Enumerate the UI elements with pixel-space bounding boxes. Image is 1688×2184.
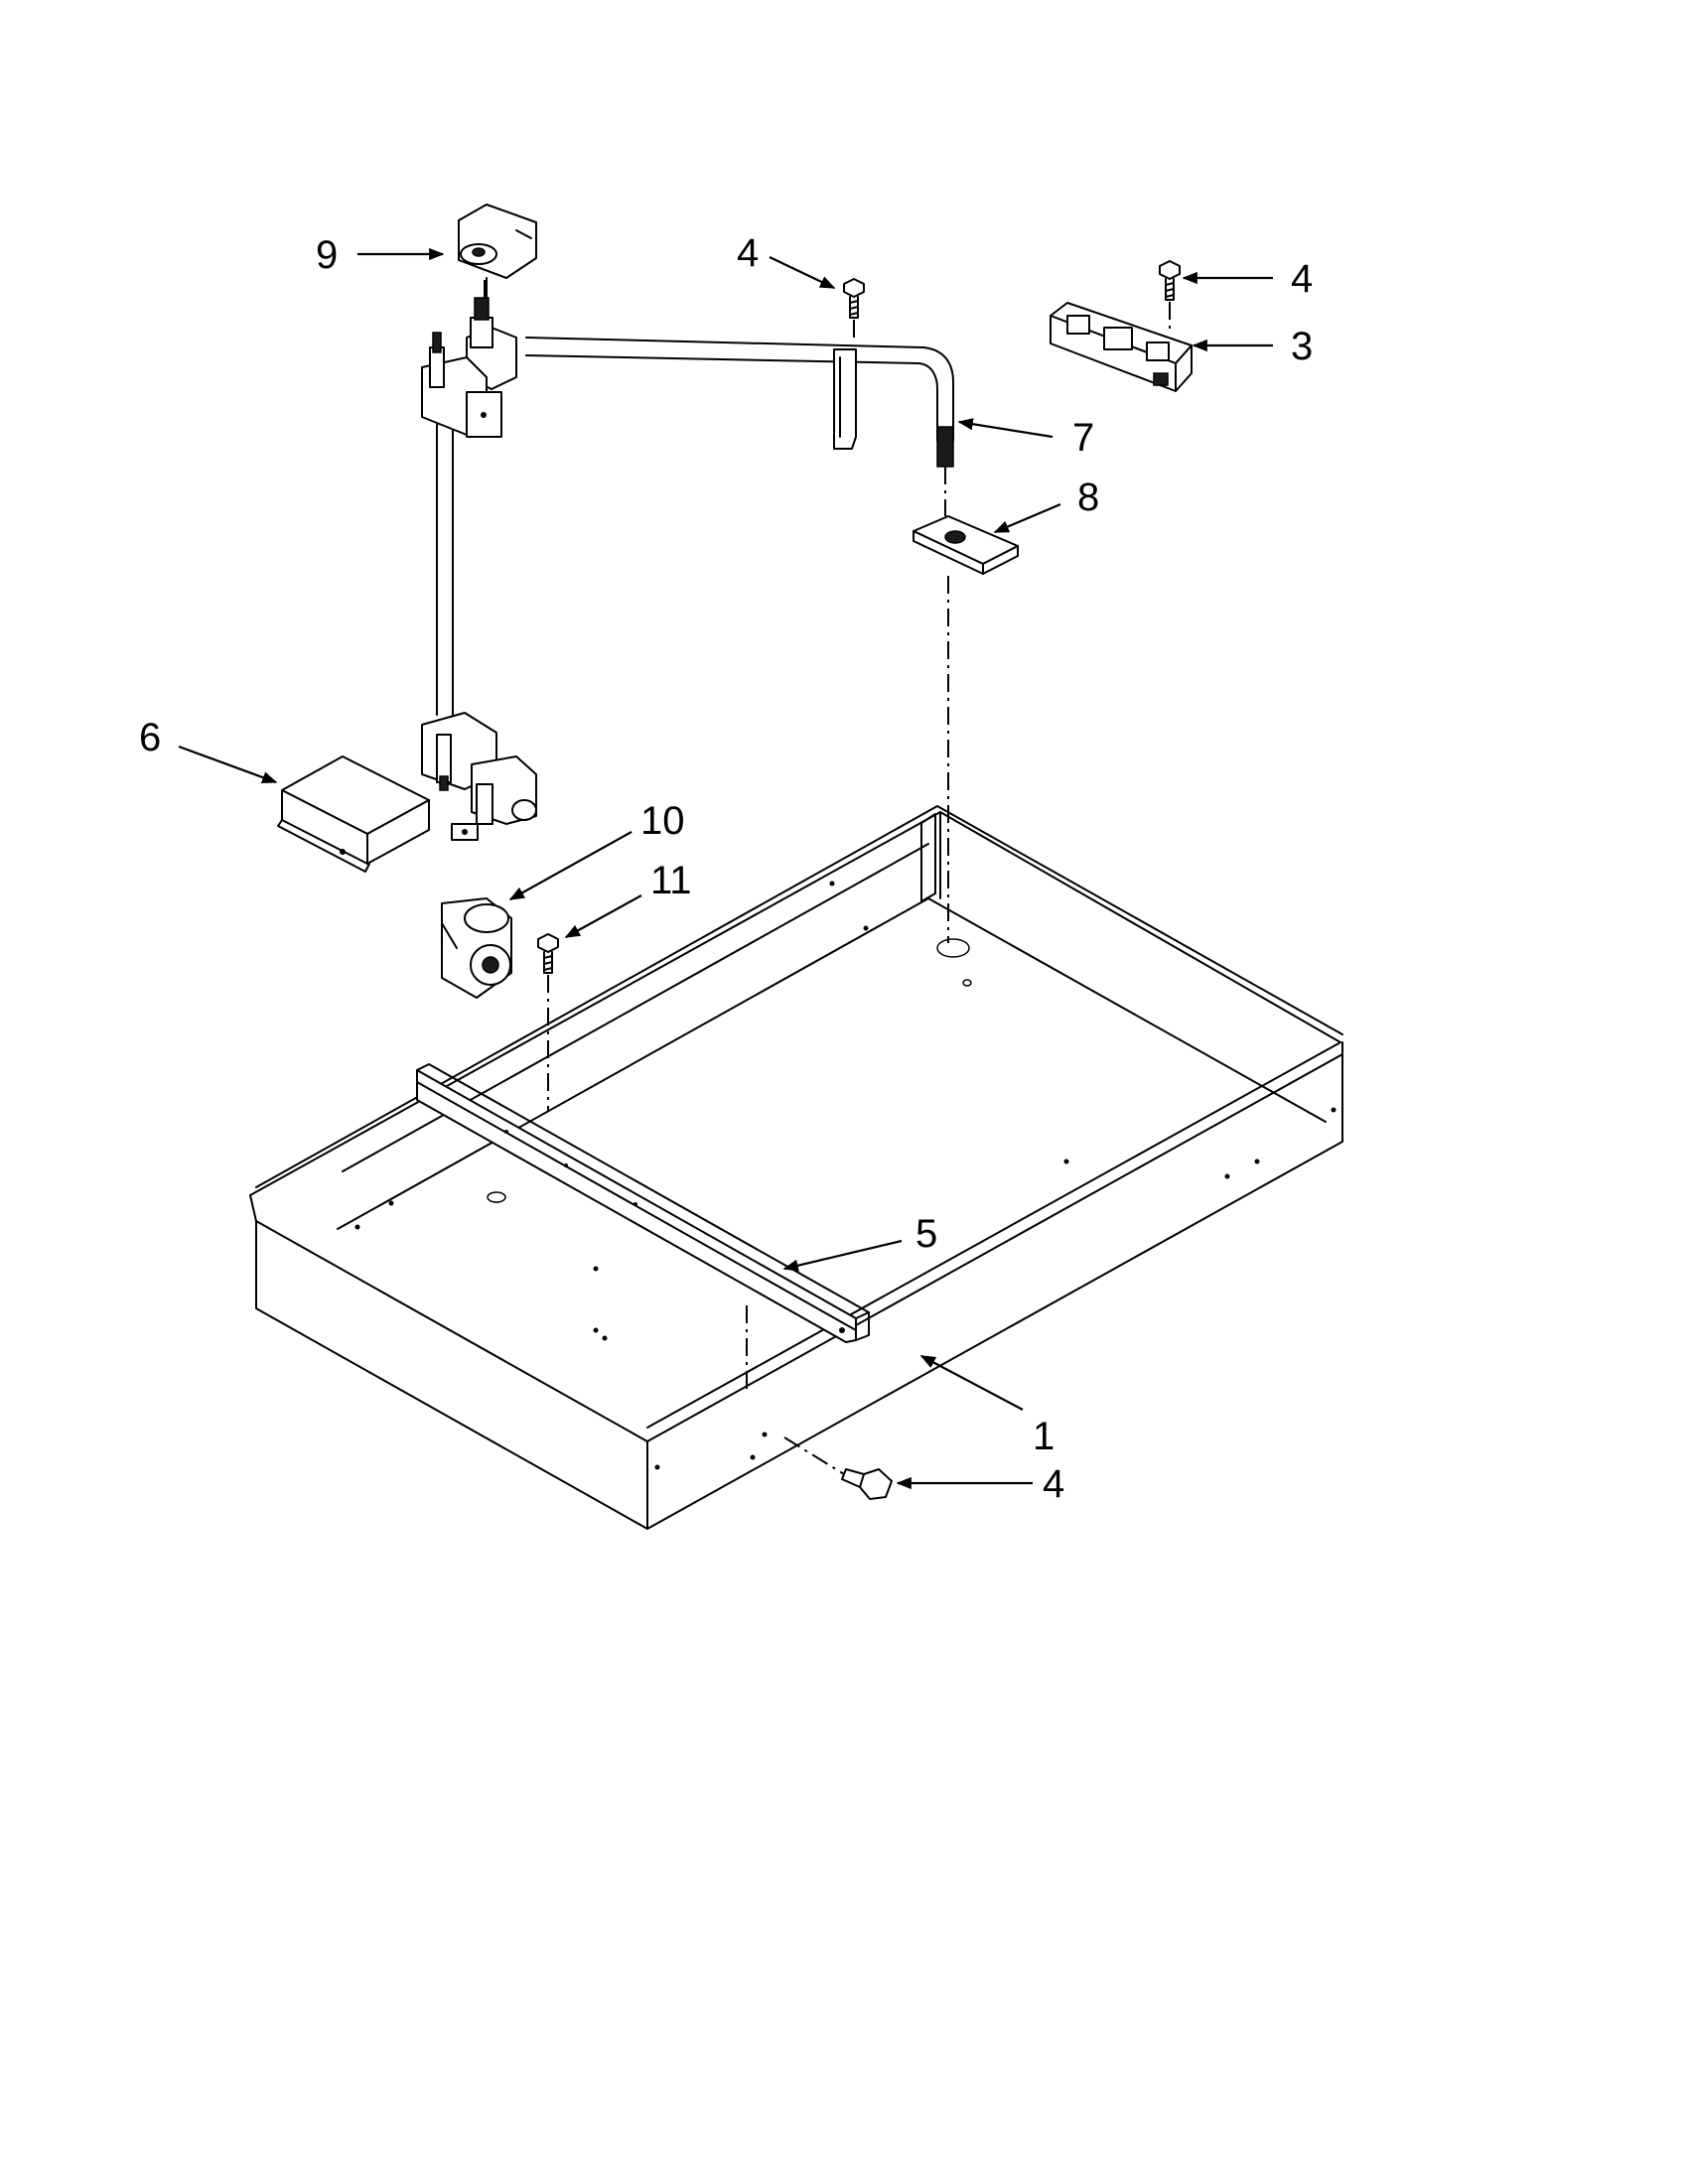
screw-4-right bbox=[1159, 260, 1181, 301]
mounting-plate bbox=[913, 515, 1019, 575]
callout-5: 5 bbox=[915, 1212, 937, 1256]
callout-10: 10 bbox=[640, 799, 685, 843]
screw-11 bbox=[537, 933, 559, 974]
base-pan bbox=[249, 805, 1343, 1530]
callout-3: 3 bbox=[1291, 325, 1313, 368]
callout-4-top: 4 bbox=[737, 231, 759, 275]
callout-8: 8 bbox=[1077, 476, 1099, 519]
callout-4-right: 4 bbox=[1291, 257, 1313, 301]
valve-cap bbox=[458, 204, 537, 299]
callout-4-bottom: 4 bbox=[1043, 1462, 1064, 1506]
manifold-tube bbox=[421, 297, 954, 841]
callout-11: 11 bbox=[650, 859, 692, 902]
bracket-box bbox=[277, 755, 430, 873]
callout-labels: 9 4 4 3 7 8 6 10 11 5 1 4 bbox=[139, 231, 1313, 1506]
screw-4-top bbox=[843, 278, 865, 319]
screw-4-bottom bbox=[841, 1468, 893, 1500]
leader-lines bbox=[178, 247, 1273, 1490]
callout-7: 7 bbox=[1072, 416, 1094, 460]
callout-9: 9 bbox=[316, 233, 338, 277]
spark-module bbox=[1050, 302, 1193, 392]
callout-1: 1 bbox=[1033, 1415, 1055, 1458]
pressure-regulator bbox=[441, 897, 512, 999]
assembly-centerlines bbox=[484, 280, 1171, 1475]
front-rail bbox=[416, 1063, 870, 1343]
callout-6: 6 bbox=[139, 716, 161, 759]
